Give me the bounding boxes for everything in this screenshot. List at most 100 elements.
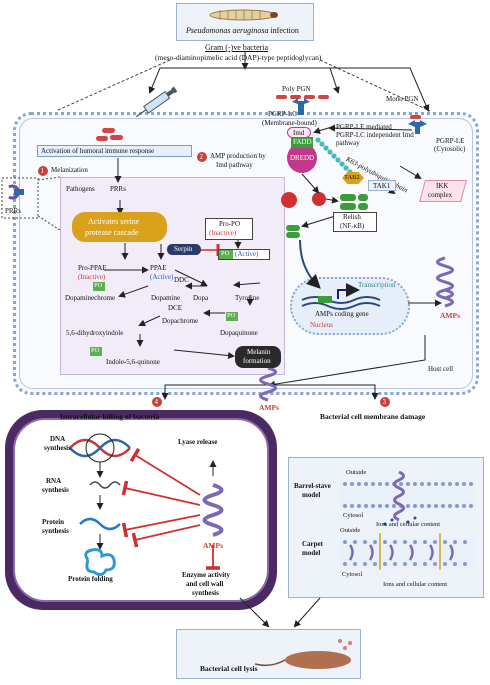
ions-label-1: Ions and cellular content <box>376 521 441 528</box>
pro-ppae-label: Pro-PPAE <box>78 264 107 272</box>
humoral-box: Activation of humoral immune response <box>37 145 192 157</box>
po-active-state: (Active) <box>235 250 259 258</box>
carpet-membrane-icon <box>340 533 475 570</box>
pro-ppae-state: (Inactive) <box>78 273 106 281</box>
protein-label-1: Protein <box>42 518 65 526</box>
dredd-node <box>287 143 317 173</box>
melanization-label: Melanization <box>51 166 88 174</box>
ikk-label-2: complex <box>428 191 453 199</box>
dopachrome-label: Dopachrome <box>162 317 199 325</box>
bacteria-icon <box>96 128 123 141</box>
rna-label-1: RNA <box>46 477 62 485</box>
enzyme-label-3: synthesis <box>192 589 219 597</box>
amps-center-label: AMPs <box>259 403 279 412</box>
pathogens-label: Pathogens <box>66 185 95 193</box>
dna-label-1: DNA <box>50 435 66 443</box>
amps-right-label: AMPs <box>440 311 460 320</box>
outside-label-1: Outside <box>346 469 367 476</box>
poly-pgn-label: Poly PGN <box>282 85 311 93</box>
pgrp-le-mediated-2: PGRP-LC independent Imd <box>336 131 414 139</box>
po-active-badge-label: PO <box>221 250 230 257</box>
prrs-label: PRRs <box>110 185 126 193</box>
host-cell-inner <box>19 118 473 389</box>
protein-label-2: synthesis <box>42 527 69 535</box>
dna-gene-icon <box>301 296 381 310</box>
dna-label-2: synthesis <box>44 444 71 452</box>
melanin-label-2: formation <box>243 357 271 365</box>
po-badge-3: PO <box>90 347 102 356</box>
ppae-label: PPAE <box>150 264 167 272</box>
relish-node <box>333 212 377 232</box>
step-2-number: 2 <box>199 152 204 161</box>
step-4-badge: 4 <box>152 397 162 407</box>
barrel-stave-membrane-icon <box>340 470 475 526</box>
amp-helix-icon <box>436 256 454 308</box>
step-3-number: 3 <box>382 397 387 406</box>
amps-inner-label: AMPs <box>203 541 223 550</box>
tyrosine-label: Tyrosine <box>235 294 260 302</box>
tak1-label: TAK1 <box>373 182 391 190</box>
barrel-stave-label-1: Barrel-stave <box>294 482 331 490</box>
membrane-damage-title: Bacterial cell membrane damage <box>320 412 426 421</box>
ikk-label-1: IKK <box>436 182 449 190</box>
step-2-badge: 2 <box>197 152 207 162</box>
lyase-label: Lyase release <box>178 438 218 446</box>
serine-label-1: Activates serine <box>88 217 140 226</box>
relish-on-dna <box>318 296 332 303</box>
pgrp-le-mediated-3: pathway <box>336 139 360 147</box>
dredd-label: DREDD <box>290 154 315 162</box>
nucleus-label: Nucleus <box>310 321 333 329</box>
serpin-label: Serpin <box>174 245 193 253</box>
po-active-badge: PO <box>219 250 233 259</box>
cytosol-label-1: Cytosol <box>343 512 364 519</box>
amp-production-2: Imd pathway <box>216 161 253 169</box>
relish-red-circle <box>312 192 326 206</box>
infection-title: Pseudomonas aeruginosa infection <box>186 26 299 35</box>
cytosol-label-2: Cytosol <box>342 571 363 578</box>
lysis-label: Bacterial cell lysis <box>200 664 258 673</box>
mono-pgn-label: Mono PGN <box>386 95 419 103</box>
tak1-node: TAK1 <box>368 180 396 191</box>
relish-label-1: Relish <box>343 213 361 221</box>
amps-coding-gene-label: AMPs coding gene <box>315 310 369 318</box>
indole-quinone-label: Indole-5,6-quinone <box>106 358 160 366</box>
ions-label-2: Ions and cellular content <box>383 581 448 588</box>
intracellular-panel-inner <box>13 418 269 602</box>
lysed-bacterium-icon <box>254 639 352 669</box>
serine-cascade-node <box>72 212 167 242</box>
relish-red-circle <box>281 192 297 208</box>
po-badge-1: PO <box>93 282 105 291</box>
pro-po-label: Pro-PO <box>219 220 241 228</box>
step-4-number: 4 <box>154 397 159 406</box>
dopa-label: Dopa <box>193 294 209 302</box>
carpet-label-2: model <box>302 549 321 557</box>
fadd-label: FADD <box>293 138 312 146</box>
enzyme-label-2: and cell wall <box>186 580 224 588</box>
po-active-node <box>218 249 270 260</box>
dce-label: DCE <box>168 304 182 312</box>
outside-label-2: Outside <box>340 527 361 534</box>
amp-production-1: AMP production by <box>210 152 266 160</box>
dap-label: (meso-diaminopimelic acid (DAP)-type pep… <box>155 53 322 62</box>
pgrp-lc-receptor-icon <box>292 98 310 115</box>
fadd-node: FADD <box>291 137 313 148</box>
tab2-label: TAB2 <box>344 174 360 181</box>
transcription-label: Transcription <box>358 281 396 289</box>
ppae-state: (Active) <box>150 273 174 281</box>
imd-label: Imd <box>293 129 305 137</box>
humoral-label: Activation of humoral immune response <box>41 147 155 155</box>
mono-pgn-icon <box>410 115 421 119</box>
amp-inner-helix-icon <box>202 483 224 537</box>
protein-folding-label: Protein folding <box>68 575 113 583</box>
melanization-panel <box>60 177 285 375</box>
dhi-label: 5,6-dihydroxyindole <box>66 329 124 337</box>
prr-receptor-icon <box>8 184 24 200</box>
ddc-label-1: DDC <box>174 276 189 284</box>
prrs-side-label: PRRs <box>5 207 21 215</box>
step-1-number: 1 <box>40 166 45 175</box>
pro-po-node <box>205 218 253 240</box>
syringe-icon <box>135 86 178 118</box>
rna-icon <box>89 481 121 489</box>
po-badge-label-2: PO <box>227 312 236 319</box>
pgrp-le-receptor-icon <box>408 120 427 134</box>
